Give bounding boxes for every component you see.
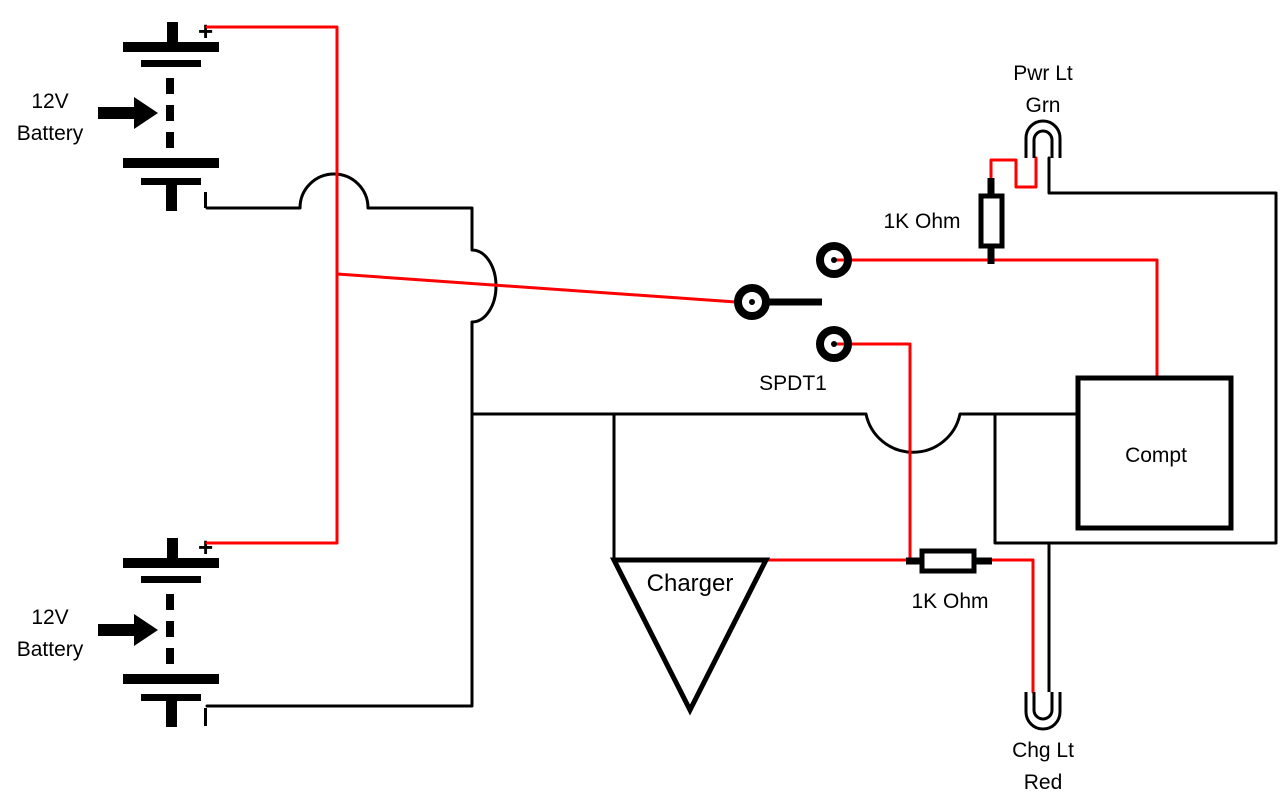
battery-bottom-plus: + (198, 532, 213, 562)
charge-light-label-line1: Chg Lt (1012, 739, 1074, 762)
battery-top: + (123, 16, 219, 211)
resistor-bottom (906, 548, 992, 574)
charge-light-label-line2: Red (1024, 771, 1063, 794)
compartment-box (1075, 375, 1234, 531)
negative-wiring (205, 156, 1278, 708)
resistor-bottom-label: 1K Ohm (911, 590, 988, 613)
battery-bottom-arrow (98, 614, 158, 646)
battery-top-arrow (98, 97, 158, 129)
battery-bottom-label-line1: 12V (31, 606, 68, 629)
charge-light-bulb (1024, 543, 1062, 731)
spdt-switch (734, 242, 852, 362)
battery-top-label-line1: 12V (31, 90, 68, 113)
resistor-top (978, 178, 1005, 264)
compartment-label: Compt (1125, 444, 1187, 467)
power-light-label-line2: Grn (1025, 94, 1060, 117)
battery-bottom-label-line2: Battery (17, 638, 84, 661)
positive-wiring (205, 25, 1159, 694)
spdt-switch-label: SPDT1 (759, 372, 827, 395)
battery-bottom: + (123, 532, 219, 727)
charger-triangle (609, 557, 771, 716)
battery-top-label-line2: Battery (17, 122, 84, 145)
charger-label: Charger (647, 570, 734, 597)
battery-top-plus: + (198, 16, 213, 46)
power-light-label-line1: Pwr Lt (1013, 62, 1073, 85)
power-light-bulb (1024, 119, 1062, 158)
resistor-top-label: 1K Ohm (883, 210, 960, 233)
